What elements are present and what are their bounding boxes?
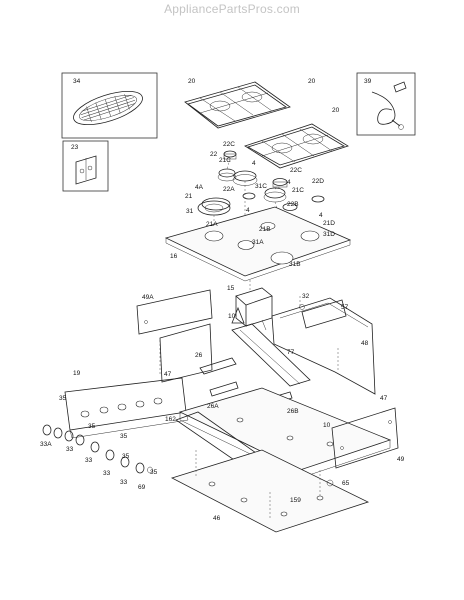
callout-c35d: 35 <box>122 453 130 460</box>
callout-c69: 69 <box>138 484 146 491</box>
callout-c47b: 47 <box>380 395 388 402</box>
callout-c49: 49 <box>397 456 405 463</box>
callout-c48: 48 <box>361 340 369 347</box>
grate-left[interactable] <box>184 81 291 129</box>
callout-c4A: 4A <box>195 184 204 191</box>
burner-assemblies[interactable] <box>197 150 325 249</box>
callout-c22: 22 <box>210 151 218 158</box>
callout-c39: 39 <box>364 78 372 85</box>
callout-c4c: 4 <box>246 207 250 214</box>
callout-c22B: 22B <box>287 201 299 208</box>
callout-c31D: 31D <box>323 231 335 238</box>
inset-bracket[interactable] <box>62 140 109 192</box>
callout-c32: 32 <box>302 293 310 300</box>
callout-c33a: 33 <box>66 446 74 453</box>
callout-c22c2: 22C <box>290 167 302 174</box>
control-panel[interactable] <box>64 377 189 439</box>
callout-c21B: 21B <box>259 226 271 233</box>
callout-c31: 31 <box>186 208 194 215</box>
callout-c4b: 4 <box>287 179 291 186</box>
callout-c10b: 10 <box>323 422 331 429</box>
callout-c35c: 35 <box>120 433 128 440</box>
callout-c21A: 21A <box>206 221 218 228</box>
chassis-base[interactable] <box>170 387 399 533</box>
callout-c33A: 33A <box>40 441 52 448</box>
callout-c77: 77 <box>287 349 295 356</box>
callout-c15: 15 <box>227 285 235 292</box>
callout-c26A: 26A <box>207 403 219 410</box>
callout-c23: 23 <box>71 144 79 151</box>
cooktop-plate[interactable] <box>164 206 352 282</box>
inset-power-cord[interactable] <box>356 72 416 136</box>
callout-c21: 21 <box>185 193 193 200</box>
callout-c22c1: 22C <box>223 141 235 148</box>
callout-c20c: 20 <box>332 107 340 114</box>
callout-c35a: 35 <box>59 395 67 402</box>
callout-c26: 26 <box>195 352 203 359</box>
callout-c35b: 35 <box>88 423 96 430</box>
callout-c19: 19 <box>73 370 81 377</box>
callout-c26B: 26B <box>287 408 299 415</box>
callout-c20a: 20 <box>188 78 196 85</box>
callout-c33b: 33 <box>85 457 93 464</box>
callout-c49A: 49A <box>142 294 154 301</box>
control-knobs[interactable] <box>42 424 153 474</box>
grate-right[interactable] <box>244 123 349 169</box>
callout-c22D: 22D <box>312 178 324 185</box>
callout-c4d: 4 <box>319 212 323 219</box>
callout-c33d: 33 <box>120 479 128 486</box>
inset-griddle[interactable] <box>61 72 158 139</box>
callout-c20b: 20 <box>308 78 316 85</box>
callout-c34: 34 <box>73 78 81 85</box>
callout-c16: 16 <box>170 253 178 260</box>
callout-c35e: 35 <box>150 469 158 476</box>
callout-c57: 57 <box>341 304 349 311</box>
site-watermark: AppliancePartsPros.com <box>164 2 300 16</box>
callout-c31A: 31A <box>252 239 264 246</box>
callout-c162: 162 <box>165 416 176 423</box>
callout-c21C2: 21C <box>292 187 304 194</box>
callout-c65: 65 <box>342 480 350 487</box>
callout-c159: 159 <box>290 497 301 504</box>
callout-c46: 46 <box>213 515 221 522</box>
callout-c4a: 4 <box>252 160 256 167</box>
callout-c10a: 10 <box>228 313 236 320</box>
callout-c47a: 47 <box>164 371 172 378</box>
callout-c22A: 22A <box>223 186 235 193</box>
callout-c31B: 31B <box>289 261 301 268</box>
burner-box-parts[interactable] <box>231 280 305 331</box>
callout-c21c1: 21C <box>219 157 231 164</box>
callout-c33c: 33 <box>103 470 111 477</box>
rear-panels[interactable] <box>136 289 376 395</box>
callout-c21D: 21D <box>323 220 335 227</box>
callout-c31C: 31C <box>255 183 267 190</box>
